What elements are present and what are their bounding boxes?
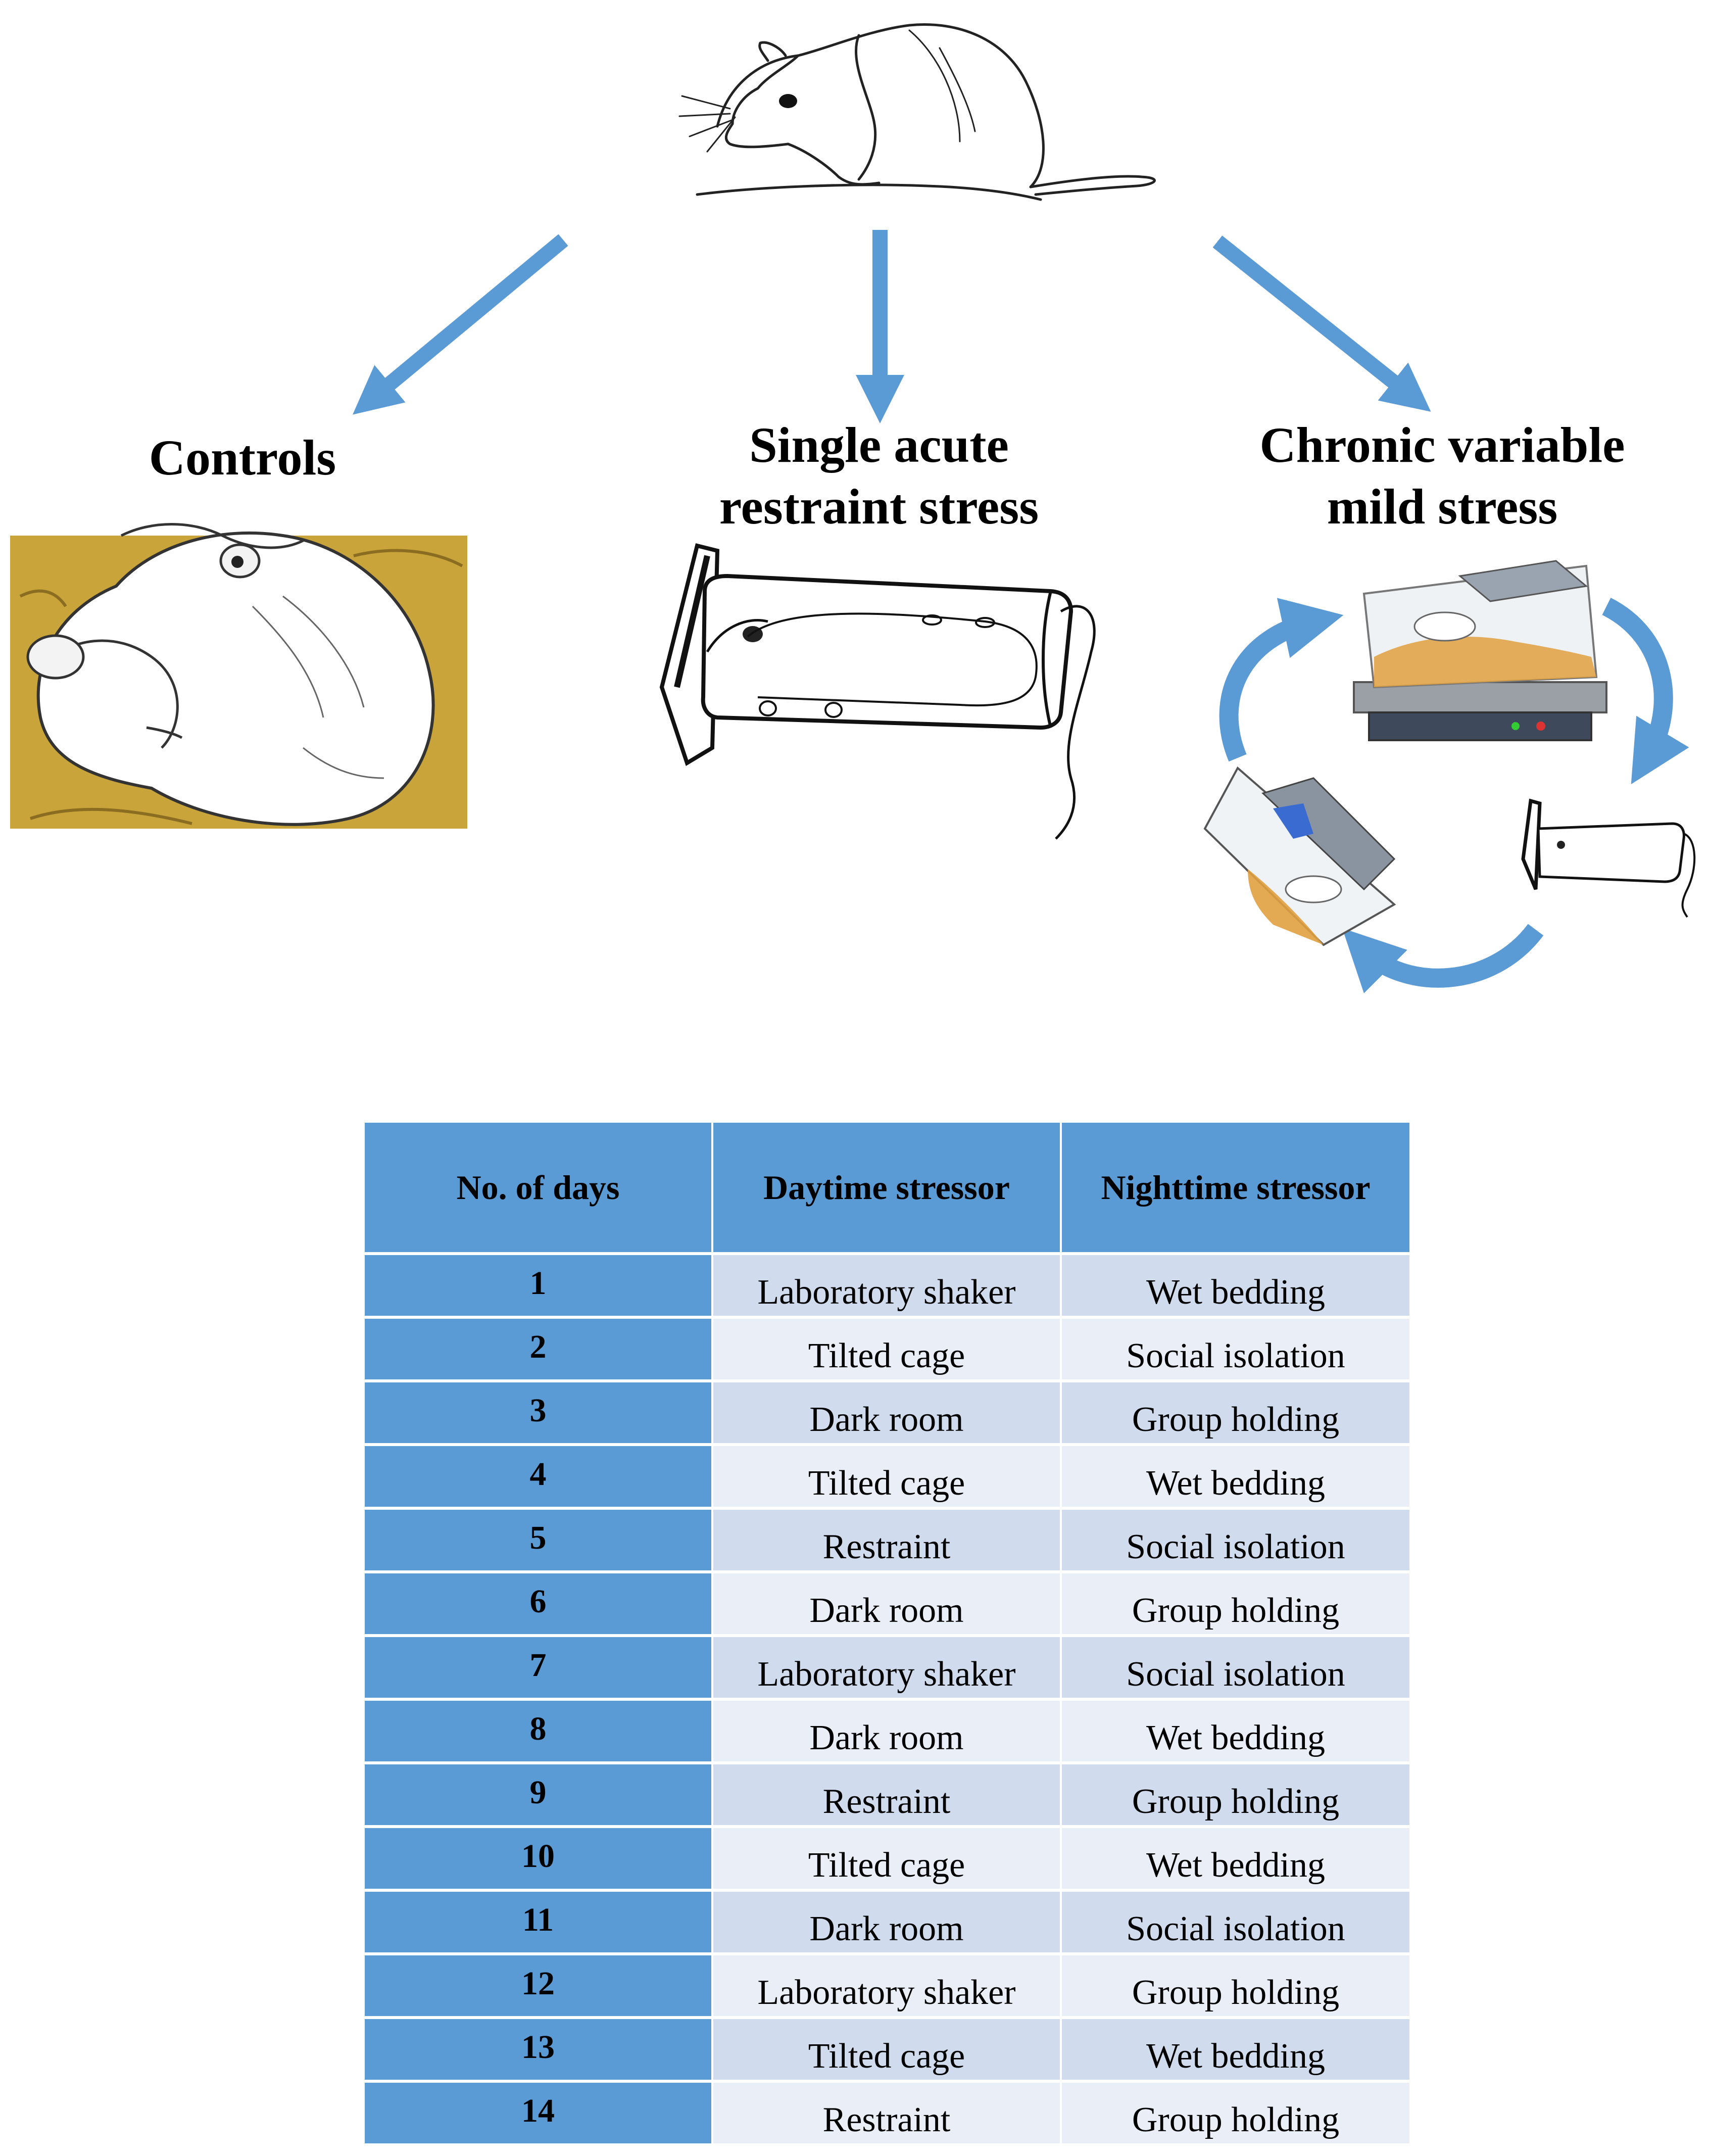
rat-icon — [678, 23, 1156, 201]
day-cell: 12 — [365, 1954, 713, 2019]
table-header-row: No. of days Daytime stressor Nighttime s… — [365, 1123, 1409, 1255]
nighttime-stressor-cell: Wet bedding — [1061, 1254, 1409, 1319]
chronic-label-line2: mild stress — [1327, 478, 1558, 535]
arrow-to-chronic — [1212, 235, 1431, 412]
day-cell: 10 — [365, 1827, 713, 1892]
nighttime-stressor-cell: Group holding — [1061, 1572, 1409, 1637]
day-cell: 7 — [365, 1636, 713, 1701]
daytime-stressor-cell: Dark room — [712, 1572, 1062, 1637]
chronic-stress-cycle — [1219, 598, 1689, 993]
controls-label: Controls — [101, 427, 384, 489]
acute-label-line2: restraint stress — [719, 478, 1039, 535]
nighttime-stressor-cell: Wet bedding — [1061, 1445, 1409, 1510]
day-cell: 2 — [365, 1317, 713, 1382]
nighttime-stressor-cell: Social isolation — [1061, 1508, 1409, 1573]
small-restraint-tube-icon — [1521, 798, 1696, 918]
day-cell: 11 — [365, 1890, 713, 1955]
daytime-stressor-cell: Tilted cage — [712, 1827, 1062, 1892]
header-days: No. of days — [365, 1123, 713, 1255]
nighttime-stressor-cell: Group holding — [1061, 1954, 1409, 2019]
header-daytime: Daytime stressor — [712, 1123, 1062, 1255]
daytime-stressor-cell: Dark room — [712, 1381, 1062, 1446]
day-cell: 5 — [365, 1508, 713, 1573]
day-cell: 8 — [365, 1699, 713, 1764]
arrow-to-controls — [353, 234, 568, 415]
daytime-stressor-cell: Dark room — [712, 1699, 1062, 1764]
chronic-stress-label: Chronic variable mild stress — [1207, 414, 1677, 538]
daytime-stressor-cell: Restraint — [712, 1763, 1062, 1828]
daytime-stressor-cell: Laboratory shaker — [712, 1636, 1062, 1701]
day-cell: 6 — [365, 1572, 713, 1637]
day-cell: 4 — [365, 1445, 713, 1510]
daytime-stressor-cell: Tilted cage — [712, 1445, 1062, 1510]
restraint-tube-illustration — [659, 543, 1096, 840]
daytime-stressor-cell: Restraint — [712, 1508, 1062, 1573]
nighttime-stressor-cell: Group holding — [1061, 1763, 1409, 1828]
acute-label-line1: Single acute — [749, 417, 1009, 473]
nighttime-stressor-cell: Social isolation — [1061, 1890, 1409, 1955]
day-cell: 14 — [365, 2081, 713, 2146]
chronic-label-line1: Chronic variable — [1259, 417, 1625, 473]
day-cell: 3 — [365, 1381, 713, 1446]
acute-stress-label: Single acute restraint stress — [657, 414, 1101, 538]
stressor-schedule-table: No. of days Daytime stressor Nighttime s… — [365, 1123, 1409, 2146]
nighttime-stressor-cell: Wet bedding — [1061, 2018, 1409, 2083]
sleeping-rats-illustration — [10, 523, 467, 829]
nighttime-stressor-cell: Group holding — [1061, 2081, 1409, 2146]
daytime-stressor-cell: Laboratory shaker — [712, 1254, 1062, 1319]
daytime-stressor-cell: Tilted cage — [712, 1317, 1062, 1382]
day-cell: 1 — [365, 1254, 713, 1319]
nighttime-stressor-cell: Social isolation — [1061, 1317, 1409, 1382]
controls-label-text: Controls — [149, 429, 336, 486]
daytime-stressor-cell: Laboratory shaker — [712, 1954, 1062, 2019]
day-cell: 9 — [365, 1763, 713, 1828]
nighttime-stressor-cell: Wet bedding — [1061, 1699, 1409, 1764]
nighttime-stressor-cell: Wet bedding — [1061, 1827, 1409, 1892]
header-nighttime: Nighttime stressor — [1061, 1123, 1409, 1255]
nighttime-stressor-cell: Social isolation — [1061, 1636, 1409, 1701]
rat-eye-icon — [779, 94, 797, 108]
daytime-stressor-cell: Restraint — [712, 2081, 1062, 2146]
cage-on-shaker-icon — [1353, 560, 1607, 741]
day-cell: 13 — [365, 2018, 713, 2083]
daytime-stressor-cell: Tilted cage — [712, 2018, 1062, 2083]
daytime-stressor-cell: Dark room — [712, 1890, 1062, 1955]
experimental-design-illustration — [10, 23, 1696, 993]
nighttime-stressor-cell: Group holding — [1061, 1381, 1409, 1446]
tilted-cage-icon — [1203, 766, 1396, 946]
